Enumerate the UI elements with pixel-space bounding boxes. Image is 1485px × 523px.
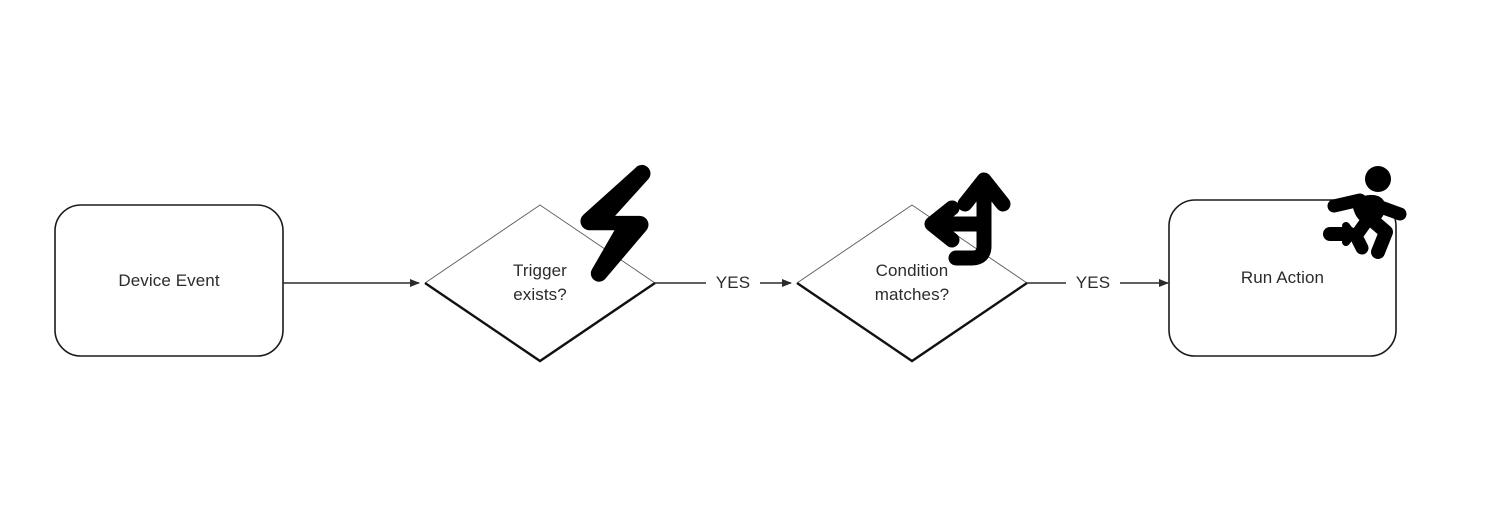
node-device-event-shape[interactable] [54, 204, 284, 357]
branch-arrow-icon [924, 172, 1011, 266]
node-condition-matches-shape-thin[interactable] [796, 204, 1028, 284]
edge-label-yes-trigger-condition: YES [715, 273, 751, 292]
edge-label-yes-condition-action: YES [1075, 273, 1111, 292]
running-person-icon [1323, 166, 1407, 259]
node-condition-matches-shape-thick[interactable] [796, 282, 1028, 363]
node-trigger-exists-shape-thick[interactable] [424, 282, 656, 363]
lightning-bolt-icon [580, 164, 651, 282]
